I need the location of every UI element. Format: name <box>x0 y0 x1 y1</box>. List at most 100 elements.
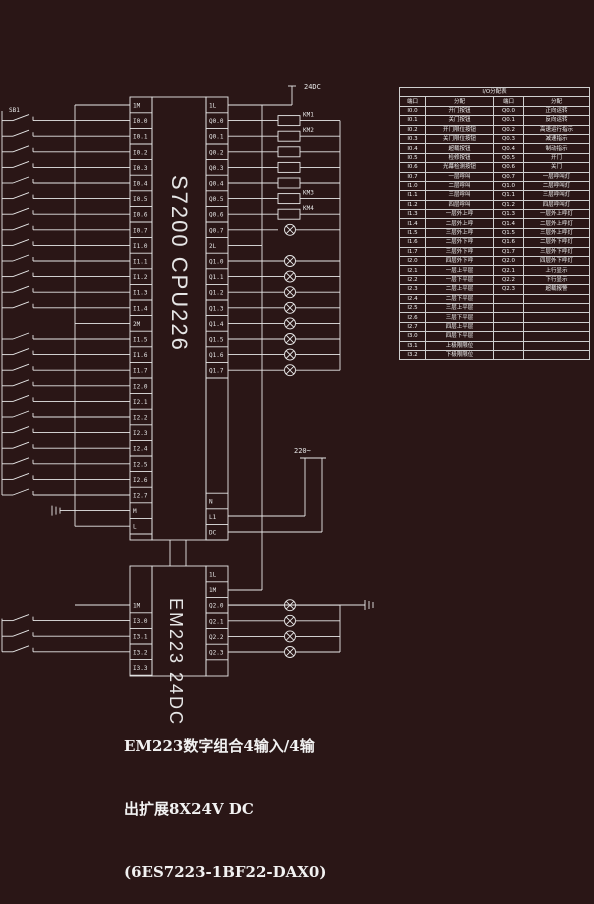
indicator-lamp-icon <box>284 333 296 345</box>
relay-coil <box>277 115 301 127</box>
io-assign-out: 三层外下呼灯 <box>523 246 590 258</box>
em-terminal-Q2.1: Q2.1 <box>209 618 224 625</box>
io-assign-in: 三层上平层 <box>425 302 494 314</box>
io-assign-out: 一层外上呼灯 <box>523 209 590 220</box>
io-port-out <box>493 331 524 342</box>
relay-label-KM2: KM2 <box>303 127 314 134</box>
cpu-terminal-L1: L1 <box>209 514 217 521</box>
cpu-title: S7200 CPU226 <box>167 175 192 352</box>
cpu-terminal-Q0-5: Q0.5 <box>209 196 224 203</box>
cpu-terminal-Q1-5: Q1.5 <box>209 337 224 344</box>
cpu-terminal-Q1-7: Q1.7 <box>209 368 224 375</box>
relay-coil <box>277 146 301 158</box>
io-port-out: Q1.2 <box>493 199 524 211</box>
wiring-diagram: 1MI0.0I0.1I0.2I0.3I0.4I0.5I0.6I0.7I1.0I1… <box>1 83 374 726</box>
indicator-lamp-icon <box>284 630 296 643</box>
io-port-out: Q1.0 <box>493 180 524 192</box>
io-assign-in: 三层外下呼 <box>425 246 494 258</box>
io-port-out <box>493 293 524 305</box>
io-port-in: I0.5 <box>399 152 426 164</box>
indicator-lamp-icon <box>284 646 296 658</box>
io-assign-in: 一层上平层 <box>425 265 494 276</box>
cpu-terminal-I1.5: I1.5 <box>133 337 148 344</box>
switch-label: SB1 <box>9 107 20 114</box>
io-port-in: I1.2 <box>399 199 426 211</box>
io-assign-out: 四层外下呼灯 <box>523 256 590 267</box>
io-assign-out: 四层呼叫灯 <box>523 199 590 211</box>
indicator-lamp-icon <box>284 317 296 330</box>
io-port-in: I2.3 <box>399 284 426 295</box>
io-assign-out: 一层呼叫灯 <box>523 171 590 182</box>
io-assign-out: 二层外上呼灯 <box>523 218 590 229</box>
io-assign-in: 一层外上呼 <box>425 209 494 220</box>
io-port-out <box>493 302 524 314</box>
io-assign-out <box>523 321 590 333</box>
io-assign-out <box>523 349 590 361</box>
io-port-out <box>493 312 524 323</box>
io-port-out: Q2.3 <box>493 284 524 295</box>
em-terminal-I3.0: I3.0 <box>133 618 148 625</box>
cpu-terminal-I0.6: I0.6 <box>133 212 148 219</box>
cpu-terminal-Q0-7: Q0.7 <box>209 227 224 234</box>
io-assign-in: 下极限限位 <box>425 349 494 361</box>
cpu-terminal-I1.6: I1.6 <box>133 352 148 359</box>
io-port-in: I3.2 <box>399 349 426 361</box>
io-assign-out <box>523 302 590 314</box>
io-port-in: I2.2 <box>399 274 426 286</box>
indicator-lamp-icon <box>284 614 296 627</box>
io-assign-out: 减速指示 <box>523 133 590 145</box>
cpu-terminal-I0.0: I0.0 <box>133 118 148 125</box>
cpu-terminal-I0.2: I0.2 <box>133 149 148 156</box>
dc-supply-label: 24DC <box>304 83 321 91</box>
io-port-out: Q0.6 <box>493 162 524 173</box>
io-assign-out: 超载报警 <box>523 284 590 295</box>
io-assign-in: 四层呼叫 <box>425 199 494 211</box>
cpu-terminal-M: M <box>133 508 137 515</box>
io-port-out <box>493 340 524 351</box>
io-port-in: I1.0 <box>399 180 426 192</box>
cpu-terminal-Q0-3: Q0.3 <box>209 165 224 172</box>
cpu-terminal-I2.3: I2.3 <box>133 430 148 437</box>
io-port-in: I0.4 <box>399 143 426 154</box>
em-terminal-Q2.0: Q2.0 <box>209 603 224 610</box>
expansion-note: EM223数字组合4输入/4输 出扩展8X24V DC (6ES7223-1BF… <box>124 694 326 904</box>
io-port-out: Q0.3 <box>493 133 524 145</box>
cpu-terminal-Q1-3: Q1.3 <box>209 305 224 312</box>
cpu-terminal-I2.2: I2.2 <box>133 415 148 422</box>
indicator-lamp-icon <box>284 255 296 267</box>
io-port-in: I0.7 <box>399 171 426 182</box>
note-line-1: EM223数字组合4输入/4输 <box>124 737 315 755</box>
io-header-port-out: 端口 <box>493 96 524 107</box>
cpu-terminal-Q0-1: Q0.1 <box>209 134 224 141</box>
io-port-out: Q0.2 <box>493 124 524 135</box>
io-port-in: I2.0 <box>399 256 426 267</box>
io-port-out: Q0.1 <box>493 115 524 126</box>
io-assign-in: 关门限位按钮 <box>425 133 494 145</box>
cpu-terminal-I2.0: I2.0 <box>133 383 148 390</box>
io-port-out: Q1.7 <box>493 246 524 258</box>
relay-label-KM4: KM4 <box>303 205 314 212</box>
io-port-out: Q2.2 <box>493 274 524 286</box>
io-port-in: I2.7 <box>399 321 426 333</box>
io-assign-out <box>523 293 590 305</box>
cpu-terminal-Q1-0: Q1.0 <box>209 259 224 266</box>
io-assign-out <box>523 312 590 323</box>
io-port-in: I1.3 <box>399 209 426 220</box>
io-port-in: I2.5 <box>399 302 426 314</box>
io-port-out: Q0.4 <box>493 143 524 154</box>
indicator-lamp-icon <box>284 286 296 299</box>
